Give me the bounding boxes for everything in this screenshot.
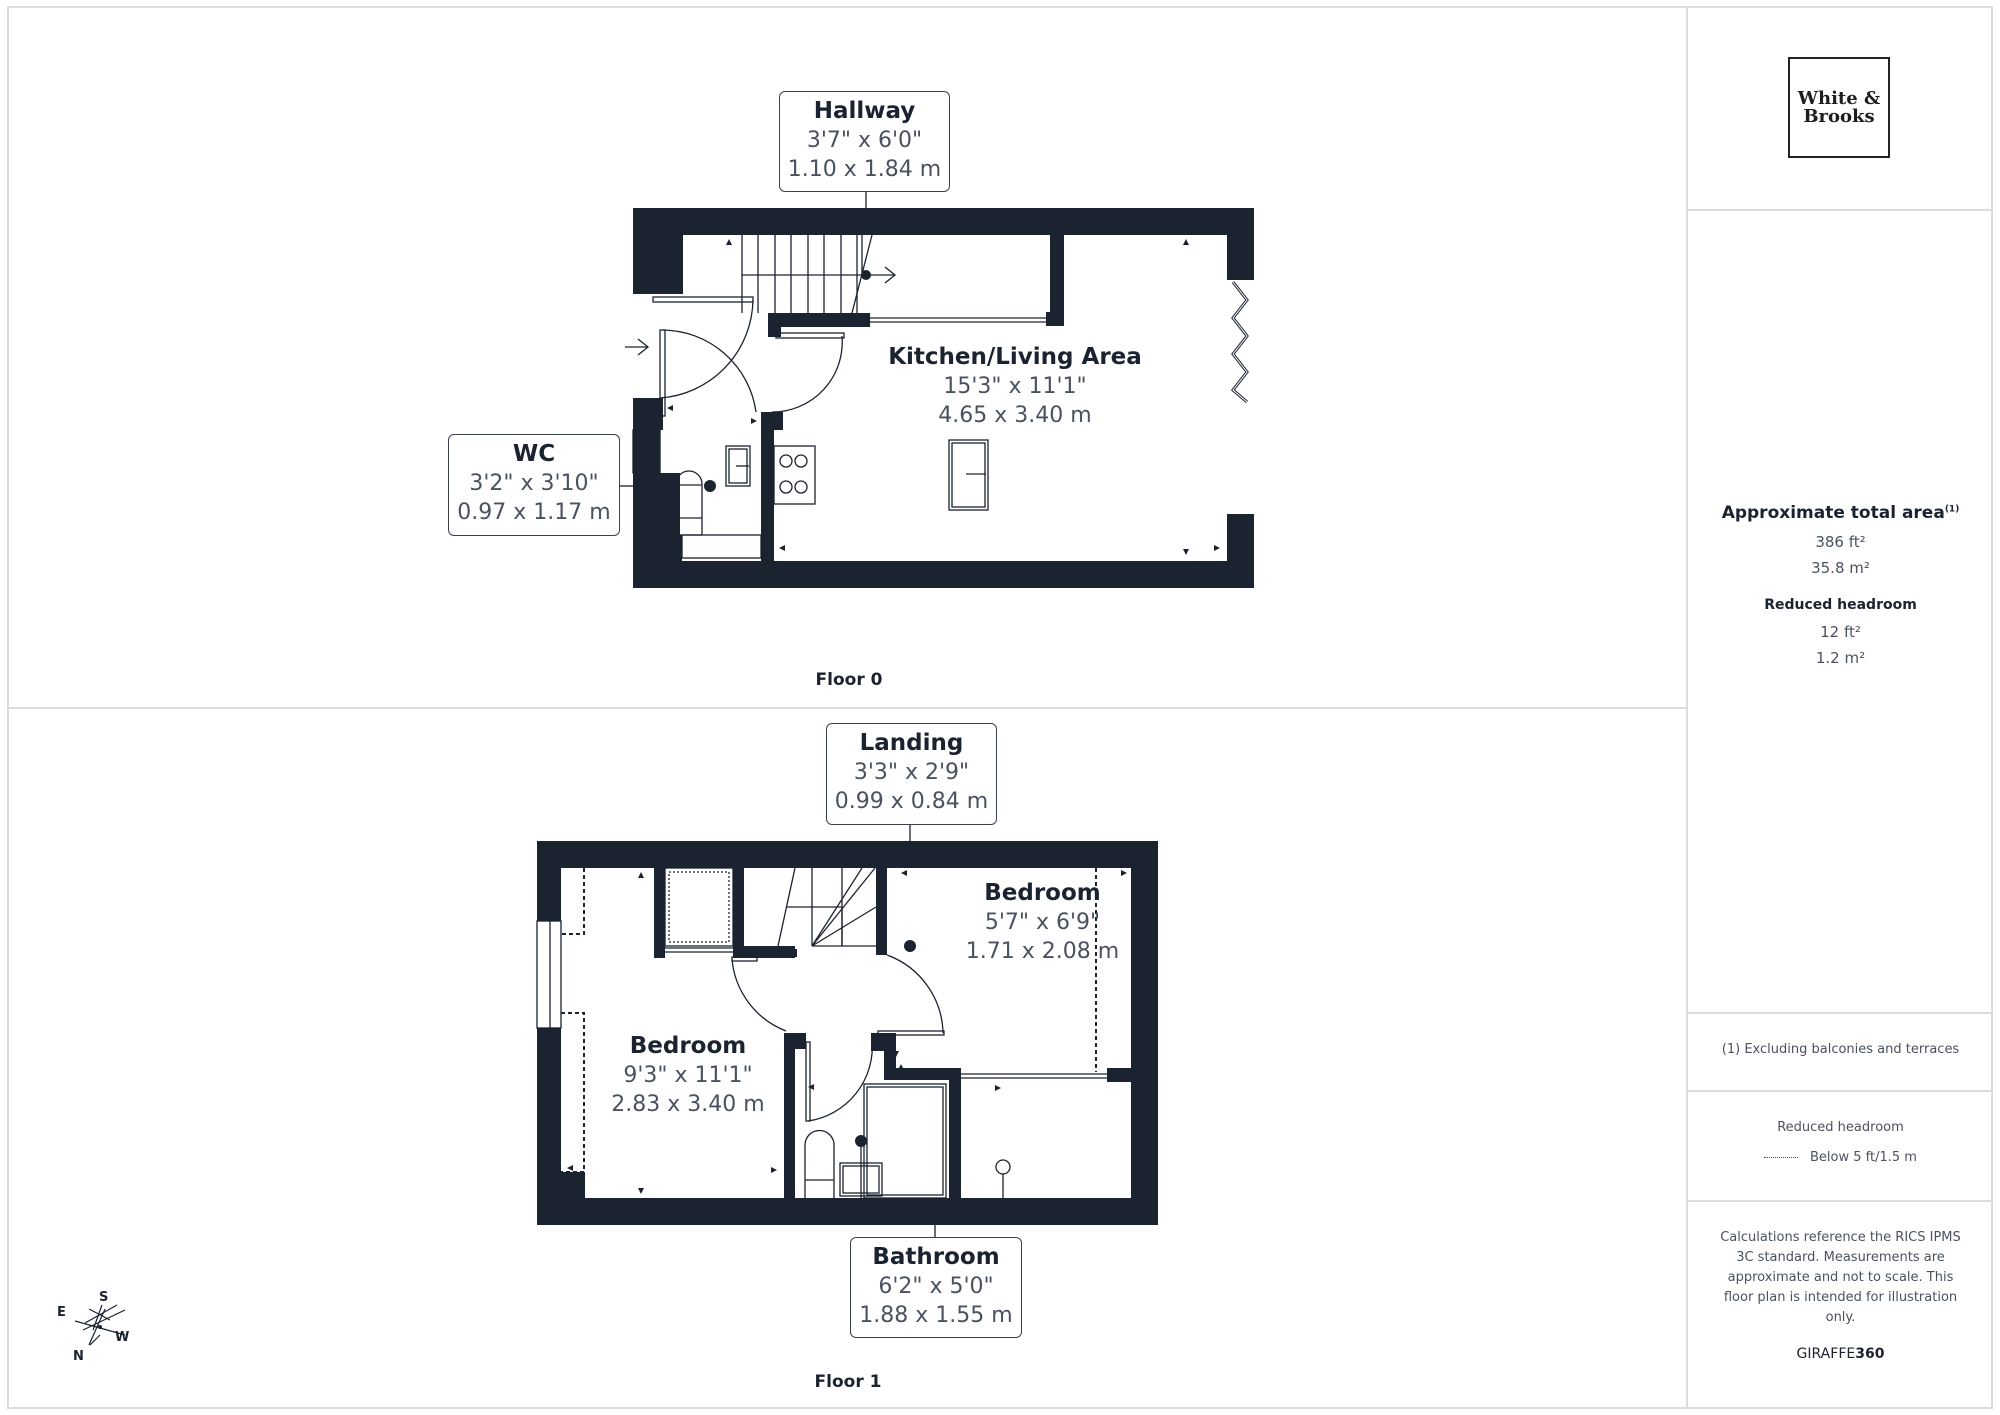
room-dimensions-metric: 2.83 x 3.40 m xyxy=(611,1092,765,1117)
room-name: Bedroom xyxy=(984,880,1101,906)
provider-name-light: GIRAFFE xyxy=(1796,1346,1856,1362)
provider-logo: GIRAFFE360 xyxy=(1688,1346,1993,1362)
compass-west: W xyxy=(115,1330,130,1345)
room-dimensions-imperial: 5'7" x 6'9" xyxy=(984,910,1101,935)
sidebar-divider-disclaimer-top xyxy=(1688,1200,1993,1202)
room-dimensions-imperial: 9'3" x 11'1" xyxy=(623,1063,753,1088)
total-area-m: 35.8 m² xyxy=(1811,559,1870,577)
disclaimer: Calculations reference the RICS IPMS 3C … xyxy=(1720,1230,1961,1325)
room-dimensions-metric: 0.99 x 0.84 m xyxy=(834,789,989,814)
total-area-title: Approximate total area(1) xyxy=(1721,503,1960,523)
compass-rose-icon xyxy=(74,1304,126,1346)
room-dimensions-metric: 1.71 x 2.08 m xyxy=(965,939,1120,964)
sidebar-divider-logo xyxy=(1688,209,1993,211)
footnote-marker: (1) xyxy=(1944,504,1960,515)
room-dimensions-metric: 4.65 x 3.40 m xyxy=(938,403,1092,428)
reduced-headroom-ft: 12 ft² xyxy=(1820,623,1861,641)
provider-name-bold: 360 xyxy=(1855,1346,1885,1362)
total-area-ft: 386 ft² xyxy=(1815,533,1866,551)
room-callout-landing: Landing 3'3" x 2'9" 0.99 x 0.84 m xyxy=(826,723,997,825)
logo-line-1: White & xyxy=(1797,87,1881,109)
room-dimensions-metric: 1.88 x 1.55 m xyxy=(859,1303,1013,1328)
reduced-headroom-m: 1.2 m² xyxy=(1815,649,1866,667)
room-label-kitchen-living: Kitchen/Living Area 15'3" x 11'1" 4.65 x… xyxy=(880,342,1150,430)
legend-item-label: Below 5 ft/1.5 m xyxy=(1810,1150,1917,1165)
compass-east: E xyxy=(57,1305,66,1320)
room-callout-hallway: Hallway 3'7" x 6'0" 1.10 x 1.84 m xyxy=(779,91,950,192)
room-name: WC xyxy=(512,441,556,467)
room-callout-bathroom: Bathroom 6'2" x 5'0" 1.88 x 1.55 m xyxy=(850,1237,1022,1338)
room-dimensions-imperial: 3'2" x 3'10" xyxy=(469,471,599,496)
floor-divider xyxy=(7,707,1687,709)
sidebar-divider-footnote-top xyxy=(1688,1012,1993,1014)
room-dimensions-imperial: 15'3" x 11'1" xyxy=(943,374,1087,399)
brand-logo: White & Brooks xyxy=(1788,57,1890,158)
logo-line-2: Brooks xyxy=(1803,105,1875,127)
sidebar-divider xyxy=(1686,6,1688,1409)
sidebar-divider-legend-top xyxy=(1688,1090,1993,1092)
floor-1-plan xyxy=(536,824,1158,1240)
room-dimensions-imperial: 6'2" x 5'0" xyxy=(878,1274,994,1299)
room-callout-wc: WC 3'2" x 3'10" 0.97 x 1.17 m xyxy=(448,434,620,536)
legend: Reduced headroom Below 5 ft/1.5 m xyxy=(1688,1118,1993,1168)
room-name: Kitchen/Living Area xyxy=(888,344,1142,370)
area-summary: Approximate total area(1) 386 ft² 35.8 m… xyxy=(1688,503,1993,667)
legend-item: Below 5 ft/1.5 m xyxy=(1688,1148,1993,1168)
room-name: Bedroom xyxy=(629,1033,747,1059)
room-label-bedroom-main: Bedroom 9'3" x 11'1" 2.83 x 3.40 m xyxy=(598,1031,778,1119)
room-dimensions-metric: 1.10 x 1.84 m xyxy=(787,157,942,182)
footnote-text: (1) Excluding balconies and terraces xyxy=(1721,1042,1960,1057)
floor-0-label: Floor 0 xyxy=(815,670,883,690)
room-name: Bathroom xyxy=(872,1244,1000,1270)
compass-south: S xyxy=(99,1290,109,1305)
room-dimensions-imperial: 3'7" x 6'0" xyxy=(806,128,923,153)
compass: S E W N xyxy=(55,1285,145,1370)
room-name: Hallway xyxy=(813,98,916,124)
dotted-line-icon xyxy=(1764,1157,1799,1158)
compass-north: N xyxy=(73,1349,84,1364)
legend-title: Reduced headroom xyxy=(1777,1120,1904,1135)
floor-0-plan xyxy=(620,191,1254,588)
room-label-bedroom-small: Bedroom 5'7" x 6'9" 1.71 x 2.08 m xyxy=(955,878,1130,966)
room-dimensions-imperial: 3'3" x 2'9" xyxy=(853,760,970,785)
room-dimensions-metric: 0.97 x 1.17 m xyxy=(457,500,611,525)
reduced-headroom-title: Reduced headroom xyxy=(1764,597,1917,613)
floor-1-label: Floor 1 xyxy=(814,1372,882,1392)
room-name: Landing xyxy=(859,730,964,756)
